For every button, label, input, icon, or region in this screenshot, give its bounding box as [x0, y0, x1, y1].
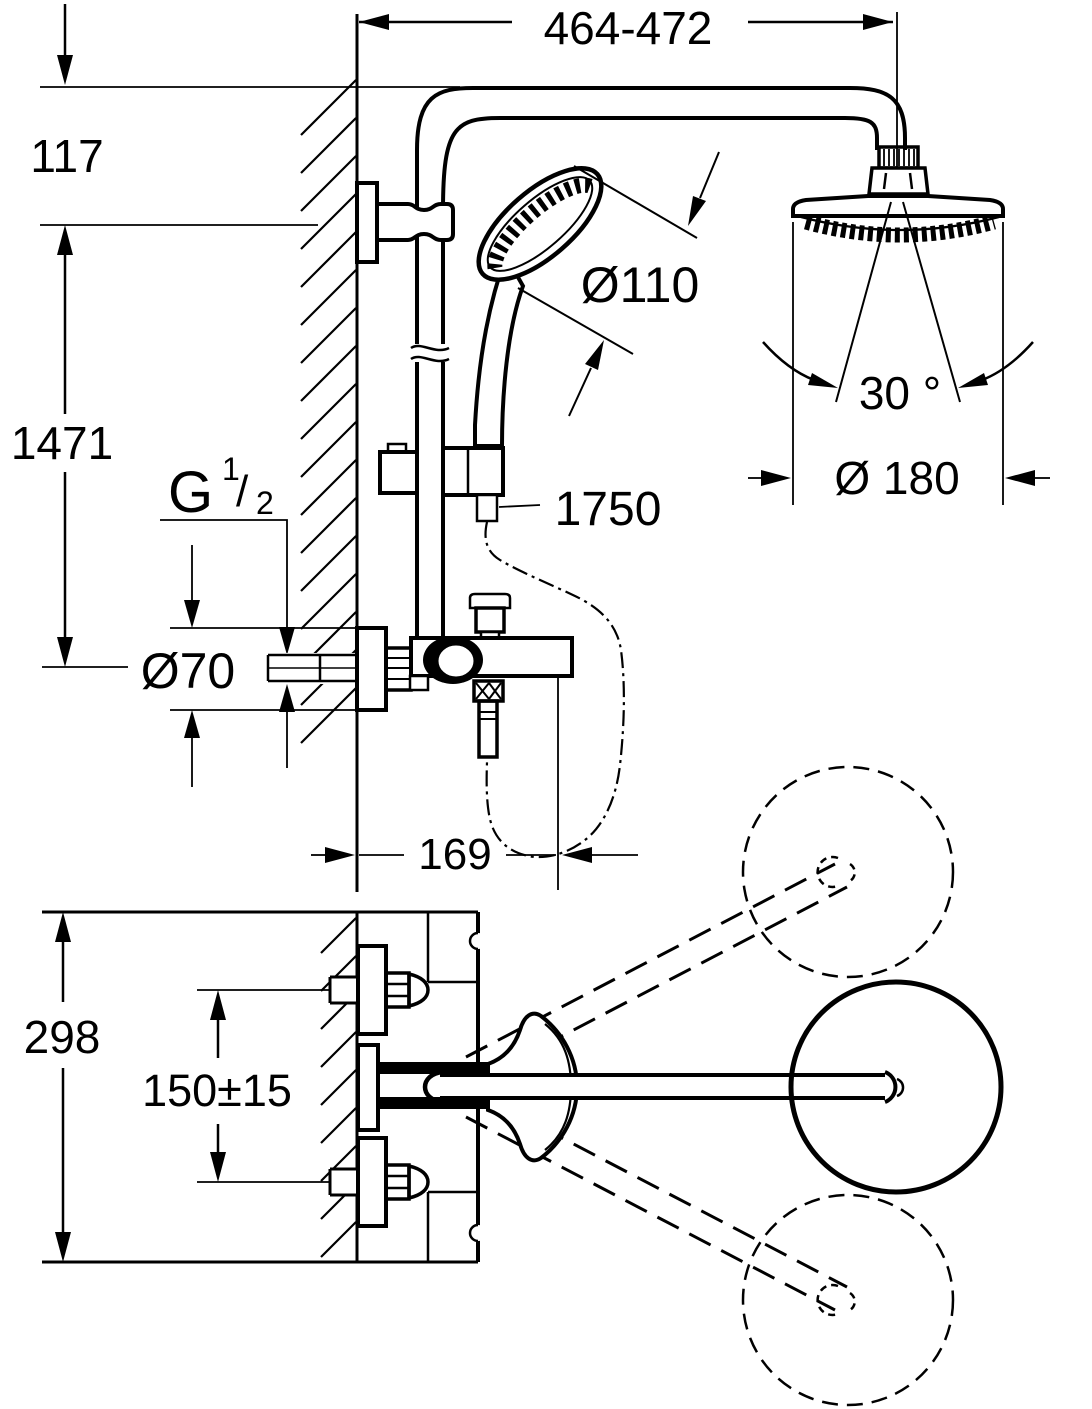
inlet-connection-top — [328, 944, 430, 1036]
extension-lines — [40, 12, 1004, 890]
dim-head-swivel — [762, 341, 1034, 388]
supply-stub-side — [266, 653, 357, 684]
shower-hose — [484, 521, 625, 859]
label-head-swivel-angle: 30 ° — [859, 367, 941, 419]
plan-view — [42, 765, 1004, 1407]
diverter-cap — [468, 592, 512, 610]
shower-pipe — [410, 86, 907, 638]
hand-shower-spray-face — [487, 177, 593, 270]
label-rail-height: 1471 — [11, 417, 113, 469]
hose-nipple-hand-shower — [475, 493, 499, 523]
arm-flange-plan — [356, 1043, 380, 1132]
diverter-knob — [474, 606, 506, 634]
head-position-lower-dashed — [741, 1193, 955, 1407]
wall-hatching-plan-view — [320, 917, 357, 1258]
label-thread-denominator: 2 — [256, 485, 274, 521]
label-escutcheon-diameter: Ø70 — [141, 643, 236, 699]
label-thread-slash: / — [236, 467, 249, 516]
label-hose-length: 1750 — [555, 483, 662, 536]
label-thread-prefix: G — [168, 460, 213, 525]
dim-valve-depth — [311, 847, 638, 863]
wall-hatching-side-view — [300, 79, 357, 744]
head-shower-ball-joint — [867, 166, 930, 196]
thermostat-valve — [355, 592, 574, 759]
arm-clamp-bar-top — [378, 1062, 488, 1074]
dim-top-width — [359, 14, 893, 30]
dim-left-heights — [57, 4, 73, 667]
dim-escutcheon — [184, 545, 200, 787]
head-shower-plan-circle — [788, 979, 1004, 1195]
dim-hand-shower — [517, 151, 720, 417]
dim-head-diameter — [748, 470, 1050, 486]
label-head-diameter: Ø 180 — [834, 452, 959, 504]
head-swivel-circles — [741, 765, 955, 1407]
head-shower — [791, 145, 1005, 403]
head-shower-plate — [791, 194, 1005, 218]
arm-clamp-bar-bottom — [378, 1097, 488, 1109]
label-spout-depth: 169 — [418, 830, 491, 879]
wall-bracket — [355, 181, 455, 264]
label-thread-numerator: 1 — [222, 451, 240, 487]
valve-hose-nipple — [477, 699, 499, 759]
inlet-connection-bottom — [328, 1136, 430, 1228]
arm-swivel-positions — [465, 862, 848, 1312]
dashed-arm-end-details — [816, 855, 856, 1317]
dimension-labels: 464-472 117 1471 G 1 / 2 Ø70 Ø110 1750 3… — [11, 2, 960, 1116]
dim-inlet-spacing — [210, 990, 226, 1182]
dim-thread-leader — [160, 519, 295, 768]
shower-arm-plan — [356, 1043, 905, 1132]
hand-shower-holder — [378, 442, 505, 523]
valve-escutcheon — [355, 626, 388, 712]
label-hand-shower-diameter: Ø110 — [581, 257, 700, 313]
head-position-upper-dashed — [741, 765, 955, 979]
hose-length-leader — [498, 504, 541, 508]
label-inlet-spacing: 150±15 — [142, 1065, 292, 1116]
side-view — [40, 4, 1050, 892]
label-plan-depth: 298 — [24, 1011, 101, 1063]
label-top-offset: 117 — [30, 130, 103, 182]
dim-plan-depth — [55, 912, 71, 1262]
label-top-width: 464-472 — [544, 2, 713, 54]
hand-shower-handle — [473, 251, 526, 448]
